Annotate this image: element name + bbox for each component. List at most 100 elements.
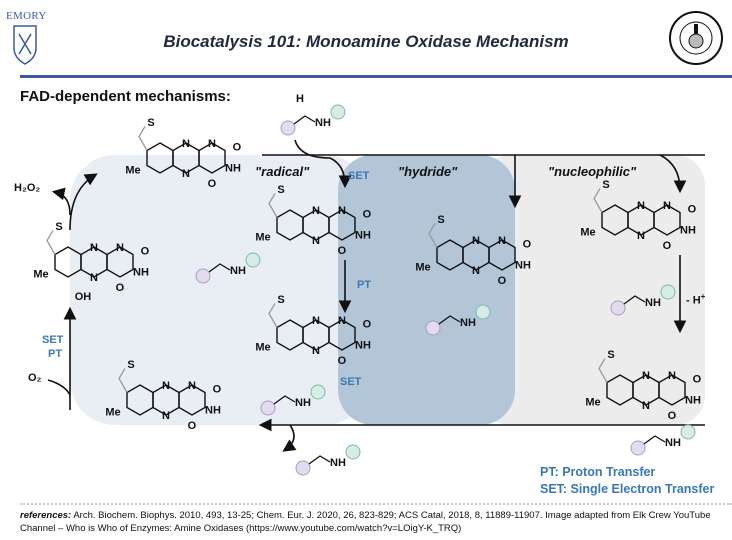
methyl-label: Me: [255, 232, 270, 244]
amine-substrate: NH: [425, 304, 491, 336]
amine-nh-label: NH: [295, 397, 311, 409]
substituent-r2-circle: [680, 424, 696, 440]
h2o2-label: H₂O₂: [14, 182, 41, 194]
nucleophilic-region: [480, 155, 705, 425]
substituent-r2-circle: [310, 384, 326, 400]
n5-label: N: [162, 410, 170, 422]
n5-label: N: [642, 400, 650, 412]
substrate-bond: [438, 315, 461, 325]
substituent-r1-circle: [610, 300, 626, 316]
c4-oxygen-label: O: [116, 282, 125, 294]
ring: [106, 246, 134, 278]
ring: [328, 319, 356, 351]
substituent-r2-circle: [245, 252, 261, 268]
emory-logo-text: EMORY: [6, 10, 47, 22]
amine-nh-label: NH: [315, 117, 331, 129]
radical-region: [70, 155, 370, 425]
methyl-label: Me: [105, 407, 120, 419]
c2-oxygen-label: O: [363, 319, 372, 331]
sulfur-label: S: [277, 184, 284, 196]
substituent-r1-circle: [260, 400, 276, 416]
n1-label: N: [663, 200, 671, 212]
methyl-label: Me: [125, 165, 140, 177]
sulfur-label: S: [147, 117, 154, 129]
hydride-region: [338, 155, 515, 425]
footer-divider: [20, 503, 732, 505]
n1-label: N: [208, 138, 216, 150]
amine-nh-label: NH: [330, 457, 346, 469]
legend: PT: Proton Transfer SET: Single Electron…: [540, 464, 714, 498]
arrow-o2-in: [47, 379, 71, 396]
references-label: references:: [20, 510, 72, 521]
substrate-bond: [643, 435, 666, 445]
n10-label: N: [637, 200, 645, 212]
c2-oxygen-label: O: [693, 374, 702, 386]
set-step-label-2: SET: [340, 376, 362, 388]
n1-label: N: [338, 315, 346, 327]
c4-oxygen-label: O: [338, 245, 347, 257]
amine-substrate: NH: [195, 252, 261, 284]
arrow-into-radical: [294, 139, 352, 189]
c2-oxygen-label: O: [213, 384, 222, 396]
methyl-label: Me: [585, 397, 600, 409]
radical-pathway-label: "radical": [255, 164, 310, 179]
cysteine-link: [268, 193, 278, 218]
references: references: Arch. Biochem. Biophys. 2010…: [20, 509, 720, 535]
n3h-label: NH: [680, 225, 696, 237]
n5-label: N: [312, 235, 320, 247]
c2-oxygen-label: O: [141, 246, 150, 258]
legend-set: SET: Single Electron Transfer: [540, 482, 715, 496]
minus-h-text: - H: [686, 294, 701, 307]
ring: [658, 374, 686, 406]
amine-nh-label: NH: [645, 297, 661, 309]
ring: [178, 384, 206, 416]
n1-label: N: [338, 205, 346, 217]
substrate-bond: [308, 455, 331, 465]
n3h-label: NH: [355, 230, 371, 242]
ring: [653, 204, 681, 236]
cysteine-link: [268, 303, 278, 328]
cysteine-link: [138, 126, 148, 151]
n3h-label: NH: [225, 163, 241, 175]
substituent-r2-circle: [345, 444, 361, 460]
amine-substrate: NH: [260, 384, 326, 416]
amine-substrate: NH: [630, 424, 696, 456]
c2-oxygen-label: O: [688, 204, 697, 216]
cysteine-link: [46, 230, 56, 255]
n3h-label: NH: [355, 340, 371, 352]
legend-pt: PT: Proton Transfer: [540, 465, 656, 479]
o2-label: O₂: [28, 372, 42, 384]
substituent-r2-circle: [475, 304, 491, 320]
cysteine-link: [593, 188, 603, 213]
sulfur-label: S: [277, 294, 284, 306]
c2-oxygen-label: O: [363, 209, 372, 221]
n5-label: N: [312, 345, 320, 357]
nucleophilic-pathway-label: "nucleophilic": [548, 164, 637, 179]
substituent-r1-circle: [630, 440, 646, 456]
amine-nh-label: NH: [460, 317, 476, 329]
emory-shield-icon: [13, 25, 37, 65]
arrow-into-nucleophilic: [659, 154, 687, 194]
substrate-bond: [273, 395, 296, 405]
arrow-h2o2-out: [51, 187, 71, 216]
ring: [198, 142, 226, 174]
n3h-label: NH: [205, 405, 221, 417]
pt-oxidation-label: PT: [48, 348, 63, 360]
n3h-label: NH: [515, 260, 531, 272]
n5-label: N: [472, 265, 480, 277]
substituent-r2-circle: [660, 284, 676, 300]
sulfur-label: S: [55, 221, 62, 233]
n10-label: N: [90, 242, 98, 254]
n5-label: N: [182, 168, 190, 180]
methyl-label: Me: [415, 262, 430, 274]
substituent-r1-circle: [280, 120, 296, 136]
amine-substrate: NH: [295, 444, 361, 476]
methyl-label: Me: [33, 269, 48, 281]
